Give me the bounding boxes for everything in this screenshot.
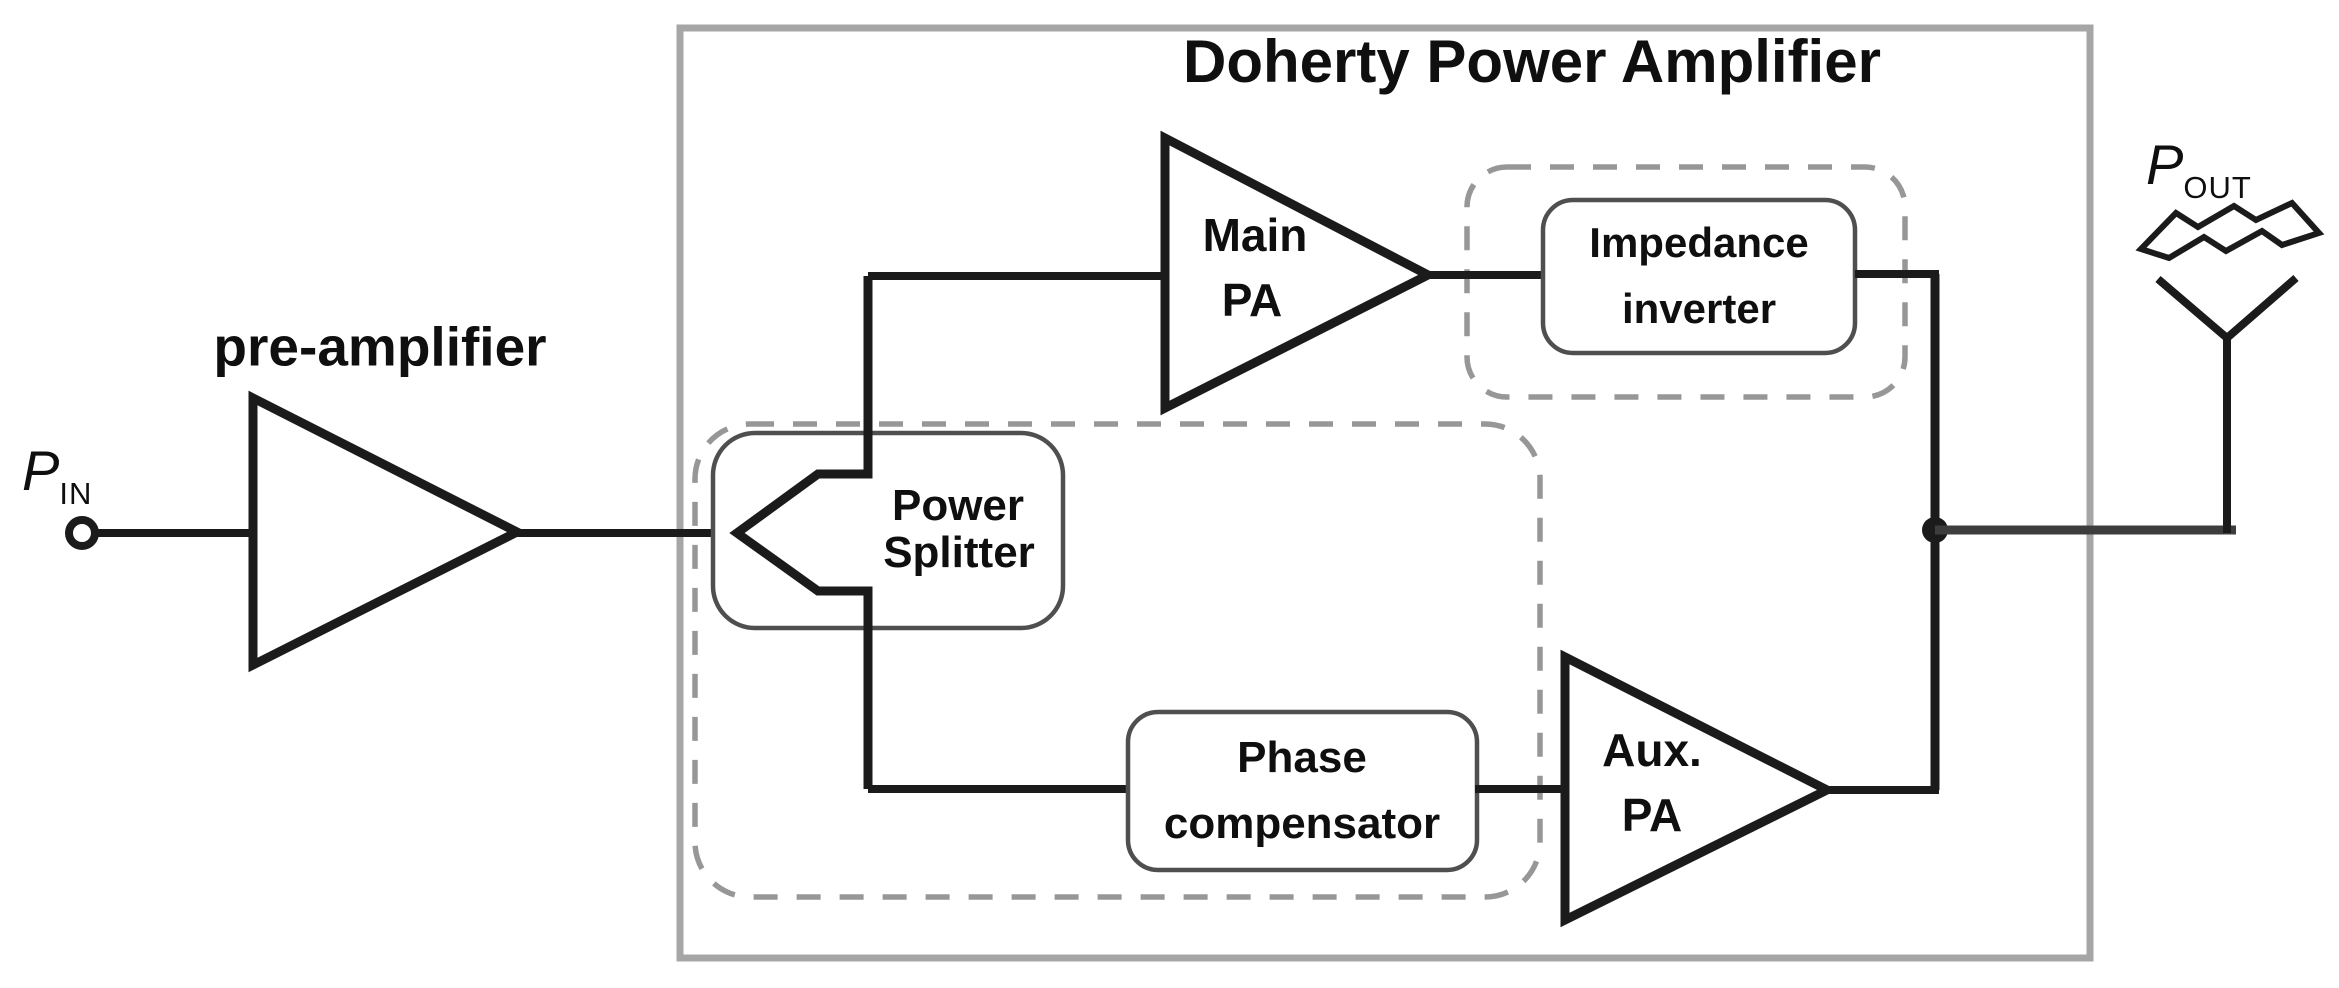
main-pa-triangle bbox=[1160, 130, 1438, 416]
impedance-inverter-label-line2: inverter bbox=[1621, 285, 1777, 332]
antenna-icon bbox=[2155, 274, 2299, 342]
aux-pa-triangle bbox=[1560, 649, 1838, 928]
impedance-dashed-group bbox=[1464, 164, 1908, 400]
output-power-label: POUT bbox=[2146, 132, 2252, 206]
p-in-symbol: P bbox=[22, 439, 60, 502]
input-power-label: PIN bbox=[22, 438, 92, 512]
phase-compensator-label-line2: compensator bbox=[1163, 799, 1441, 848]
doherty-enclosure-box bbox=[676, 24, 2094, 962]
pre-amplifier-triangle bbox=[248, 390, 527, 673]
aux-pa-label-line2: PA bbox=[1621, 789, 1683, 841]
splitter-phase-dashed-group bbox=[692, 421, 1543, 900]
power-splitter-chevron bbox=[729, 276, 873, 789]
main-pa-label-line1: Main bbox=[1202, 209, 1308, 261]
aux-pa-label-line1: Aux. bbox=[1602, 724, 1702, 776]
power-splitter-label-line2: Splitter bbox=[883, 528, 1035, 577]
impedance-inverter-label-line1: Impedance bbox=[1589, 219, 1809, 266]
phase-compensator-label-line1: Phase bbox=[1237, 733, 1367, 782]
power-splitter-label-line1: Power bbox=[891, 481, 1025, 530]
p-out-symbol: P bbox=[2146, 133, 2184, 196]
main-pa-label-line2: PA bbox=[1221, 274, 1283, 326]
p-out-subscript: OUT bbox=[2183, 170, 2252, 205]
input-terminal-circle bbox=[65, 516, 99, 550]
p-in-subscript: IN bbox=[59, 476, 93, 511]
rf-radiation-bolt-icon bbox=[2135, 199, 2325, 262]
diagram-title: Doherty Power Amplifier bbox=[1183, 28, 1881, 95]
pre-amplifier-label: pre-amplifier bbox=[213, 315, 547, 378]
